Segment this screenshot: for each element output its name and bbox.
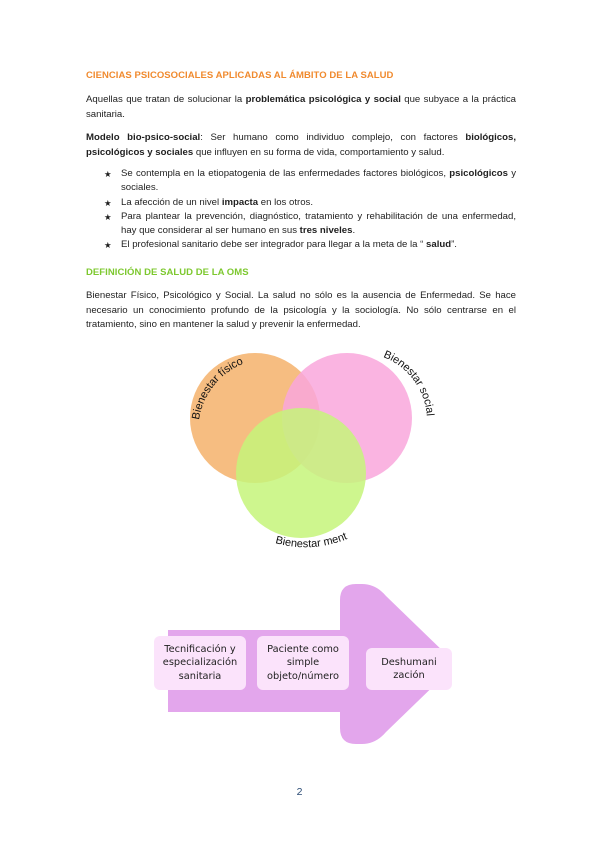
star-icon: ★ bbox=[104, 240, 112, 251]
section-heading-who: DEFINICIÓN DE SALUD DE LA OMS bbox=[86, 267, 249, 278]
star-icon: ★ bbox=[104, 211, 112, 222]
process-box-tecnificacion: Tecnificación y especialización sanitari… bbox=[154, 636, 246, 690]
list-item: ★Para plantear la prevención, diagnóstic… bbox=[104, 210, 516, 237]
model-bullet-list: ★Se contempla en la etiopatogenia de las… bbox=[104, 167, 516, 253]
intro-paragraph: Aquellas que tratan de solucionar la pro… bbox=[86, 94, 516, 120]
page-number: 2 bbox=[296, 786, 303, 798]
model-factors: biológicos, psicológicos y sociales bbox=[86, 132, 516, 158]
star-icon: ★ bbox=[104, 169, 112, 179]
who-paragraph: Bienestar Físico, Psicológico y Social. … bbox=[86, 290, 516, 330]
wellbeing-venn-diagram: Bienestar físico Bienestar social Bienes… bbox=[165, 345, 435, 550]
model-term: Modelo bio-psico-social bbox=[86, 132, 201, 143]
list-item: ★Se contempla en la etiopatogenia de las… bbox=[104, 168, 516, 194]
star-icon: ★ bbox=[104, 197, 112, 208]
dehumanization-process-diagram: Tecnificación y especialización sanitari… bbox=[130, 578, 470, 750]
list-item: ★El profesional sanitario debe ser integ… bbox=[104, 238, 516, 252]
section-heading-psychosocial: CIENCIAS PSICOSOCIALES APLICADAS AL ÁMBI… bbox=[86, 70, 394, 81]
venn-circle-mental bbox=[236, 408, 366, 538]
process-box-paciente: Paciente como simple objeto/número bbox=[257, 636, 349, 690]
intro-emphasis: problemática psicológica y social bbox=[245, 94, 401, 105]
process-box-deshumanizacion: Deshumani zación bbox=[366, 648, 452, 690]
list-item: ★La afección de un nivel impacta en los … bbox=[104, 196, 516, 210]
model-paragraph: Modelo bio-psico-social: Ser humano como… bbox=[86, 132, 516, 158]
